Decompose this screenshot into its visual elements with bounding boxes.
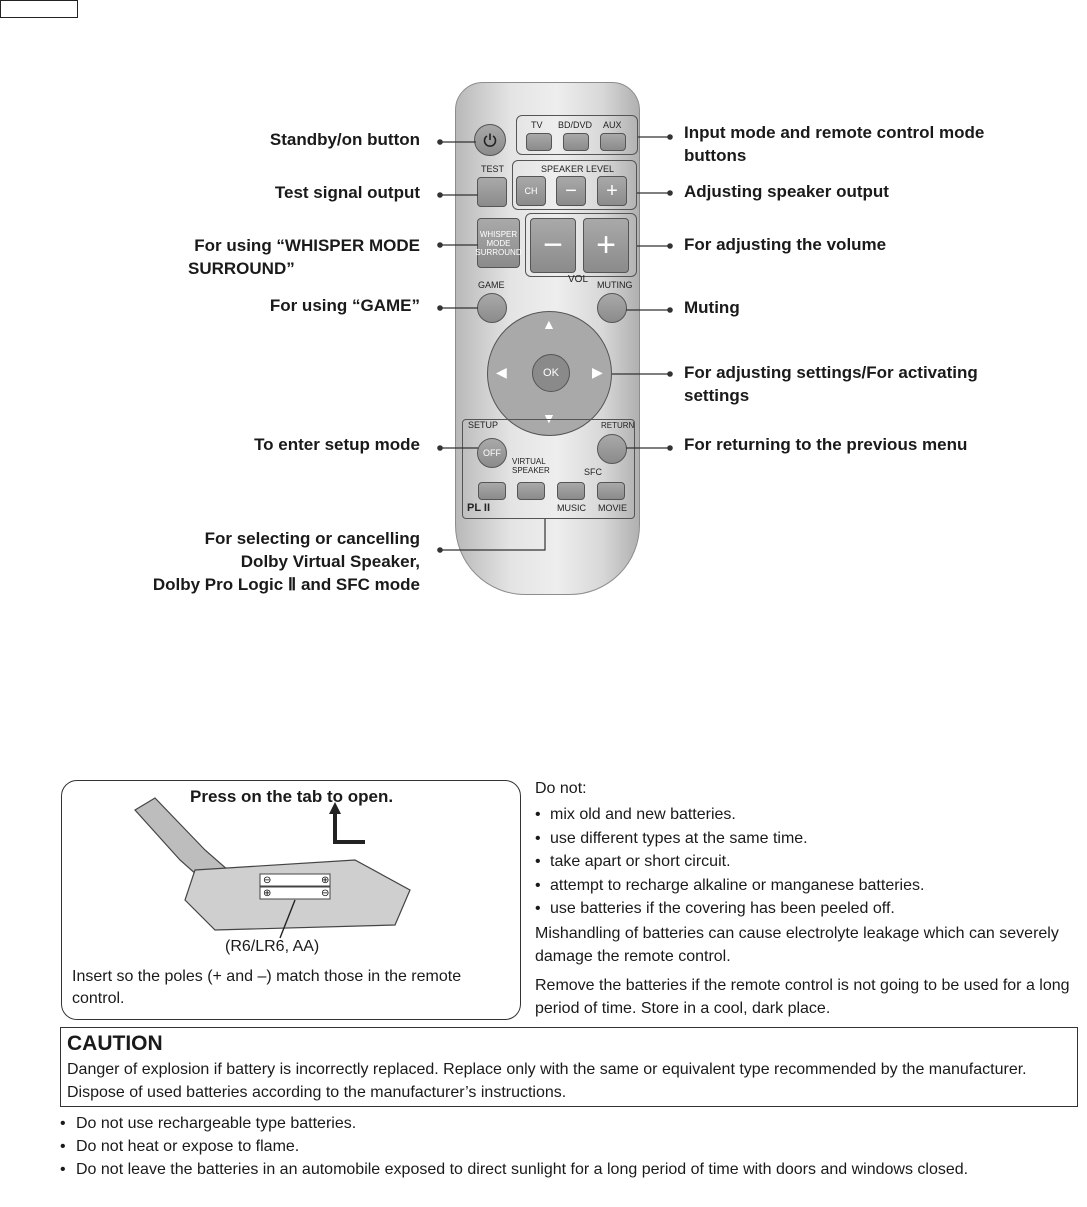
aux-button[interactable] xyxy=(600,133,626,151)
muting-button[interactable] xyxy=(597,293,627,323)
volume-up-button[interactable]: + xyxy=(583,218,629,273)
aux-label: AUX xyxy=(603,120,622,130)
game-label: GAME xyxy=(478,280,505,290)
down-arrow-icon[interactable]: ▼ xyxy=(542,410,556,426)
up-arrow-icon[interactable]: ▲ xyxy=(542,316,556,332)
callout-volume: For adjusting the volume xyxy=(684,235,887,254)
music-label: MUSIC xyxy=(557,503,586,513)
whisper-mode-surround-button[interactable]: WHISPER MODE SURROUND xyxy=(475,218,522,268)
callout-dolby-1: For selecting or cancelling xyxy=(204,529,420,548)
donot-list: mix old and new batteries. use different… xyxy=(535,803,1075,921)
test-button[interactable] xyxy=(477,177,507,207)
tv-button[interactable] xyxy=(526,133,552,151)
list-item: use batteries if the covering has been p… xyxy=(535,897,1075,921)
list-item: Do not use rechargeable type batteries. xyxy=(60,1112,1060,1135)
volume-down-button[interactable]: − xyxy=(530,218,576,273)
svg-text:⊕: ⊕ xyxy=(321,875,329,886)
callout-test: Test signal output xyxy=(274,183,420,202)
svg-text:⊖: ⊖ xyxy=(321,888,329,899)
remove-text: Remove the batteries if the remote contr… xyxy=(535,977,1070,1017)
battery-box xyxy=(61,780,521,1020)
sfc-music-button[interactable] xyxy=(557,482,585,500)
svg-text:⊕: ⊕ xyxy=(263,888,271,899)
virtual-speaker-label: VIRTUAL SPEAKER xyxy=(512,457,550,475)
virtual-speaker-button[interactable] xyxy=(517,482,545,500)
mishandling-text: Mishandling of batteries can cause elect… xyxy=(535,925,1059,965)
list-item: Do not heat or expose to flame. xyxy=(60,1135,1060,1158)
tv-label: TV xyxy=(531,120,543,130)
battery-type: (R6/LR6, AA) xyxy=(225,938,320,955)
game-button[interactable] xyxy=(477,293,507,323)
setup-group-outline xyxy=(462,419,635,519)
callout-muting: Muting xyxy=(684,298,740,317)
setup-off-button[interactable]: OFF xyxy=(477,438,507,468)
battery-title: Press on the tab to open. xyxy=(190,787,394,806)
list-item: mix old and new batteries. xyxy=(535,803,1075,827)
list-item: use different types at the same time. xyxy=(535,827,1075,851)
callout-dolby-3: Dolby Pro Logic Ⅱ and SFC mode xyxy=(152,575,420,594)
sfc-movie-button[interactable] xyxy=(597,482,625,500)
list-item: take apart or short circuit. xyxy=(535,850,1075,874)
bddvd-label: BD/DVD xyxy=(558,120,593,130)
corner-frame xyxy=(0,0,78,18)
right-arrow-icon[interactable]: ▶ xyxy=(592,364,603,380)
callout-input-2: buttons xyxy=(684,146,747,165)
movie-label: MOVIE xyxy=(598,503,628,513)
speaker-level-outline xyxy=(512,160,637,210)
ok-button[interactable]: OK xyxy=(532,354,570,392)
remote-control xyxy=(455,82,640,595)
list-item: Do not leave the batteries in an automob… xyxy=(60,1158,1060,1181)
callout-dolby-2: Dolby Virtual Speaker, xyxy=(240,552,420,571)
callout-setup: To enter setup mode xyxy=(254,435,420,454)
speaker-level-label: SPEAKER LEVEL xyxy=(541,164,615,174)
svg-text:⊖: ⊖ xyxy=(263,875,271,886)
callout-return: For returning to the previous menu xyxy=(684,435,968,454)
return-label: RETURN xyxy=(601,421,635,430)
left-arrow-icon[interactable]: ◀ xyxy=(496,364,507,380)
caution-title: CAUTION xyxy=(67,1032,163,1055)
list-item: attempt to recharge alkaline or manganes… xyxy=(535,874,1075,898)
muting-label: MUTING xyxy=(597,280,633,290)
bottom-warning-list: Do not use rechargeable type batteries. … xyxy=(60,1112,1060,1181)
pl2-button[interactable] xyxy=(478,482,506,500)
donot-heading: Do not: xyxy=(535,780,587,797)
callout-whisper-1: For using “WHISPER MODE xyxy=(194,236,420,255)
ch-button[interactable]: CH xyxy=(516,176,546,206)
callout-input-1: Input mode and remote control mode xyxy=(684,123,985,142)
callout-speaker: Adjusting speaker output xyxy=(684,182,889,201)
callout-game: For using “GAME” xyxy=(269,296,420,315)
test-label: TEST xyxy=(481,164,505,174)
return-button[interactable] xyxy=(597,434,627,464)
callout-whisper-2: SURROUND” xyxy=(188,259,295,278)
sfc-label: SFC xyxy=(584,467,602,477)
speaker-minus-button[interactable]: − xyxy=(556,176,586,206)
power-icon xyxy=(483,133,497,147)
battery-compartment-illustration: ⊖ ⊕ ⊕ ⊖ xyxy=(134,797,411,939)
standby-on-button[interactable] xyxy=(474,124,506,156)
callout-settings-2: settings xyxy=(684,386,750,405)
bddvd-button[interactable] xyxy=(563,133,589,151)
vol-label: VOL xyxy=(568,274,589,285)
setup-label: SETUP xyxy=(468,420,499,430)
callout-settings-1: For adjusting settings/For activating xyxy=(684,363,978,382)
battery-insert-text: Insert so the poles (+ and –) match thos… xyxy=(72,968,462,1007)
input-group-outline xyxy=(516,115,638,155)
leader-lines xyxy=(437,134,673,553)
caution-box xyxy=(60,1027,1078,1107)
pl2-label: PL II xyxy=(467,502,491,514)
speaker-plus-button[interactable]: + xyxy=(597,176,627,206)
volume-outline xyxy=(525,213,637,277)
callout-standby: Standby/on button xyxy=(269,130,420,149)
caution-text: Danger of explosion if battery is incorr… xyxy=(67,1061,1027,1101)
